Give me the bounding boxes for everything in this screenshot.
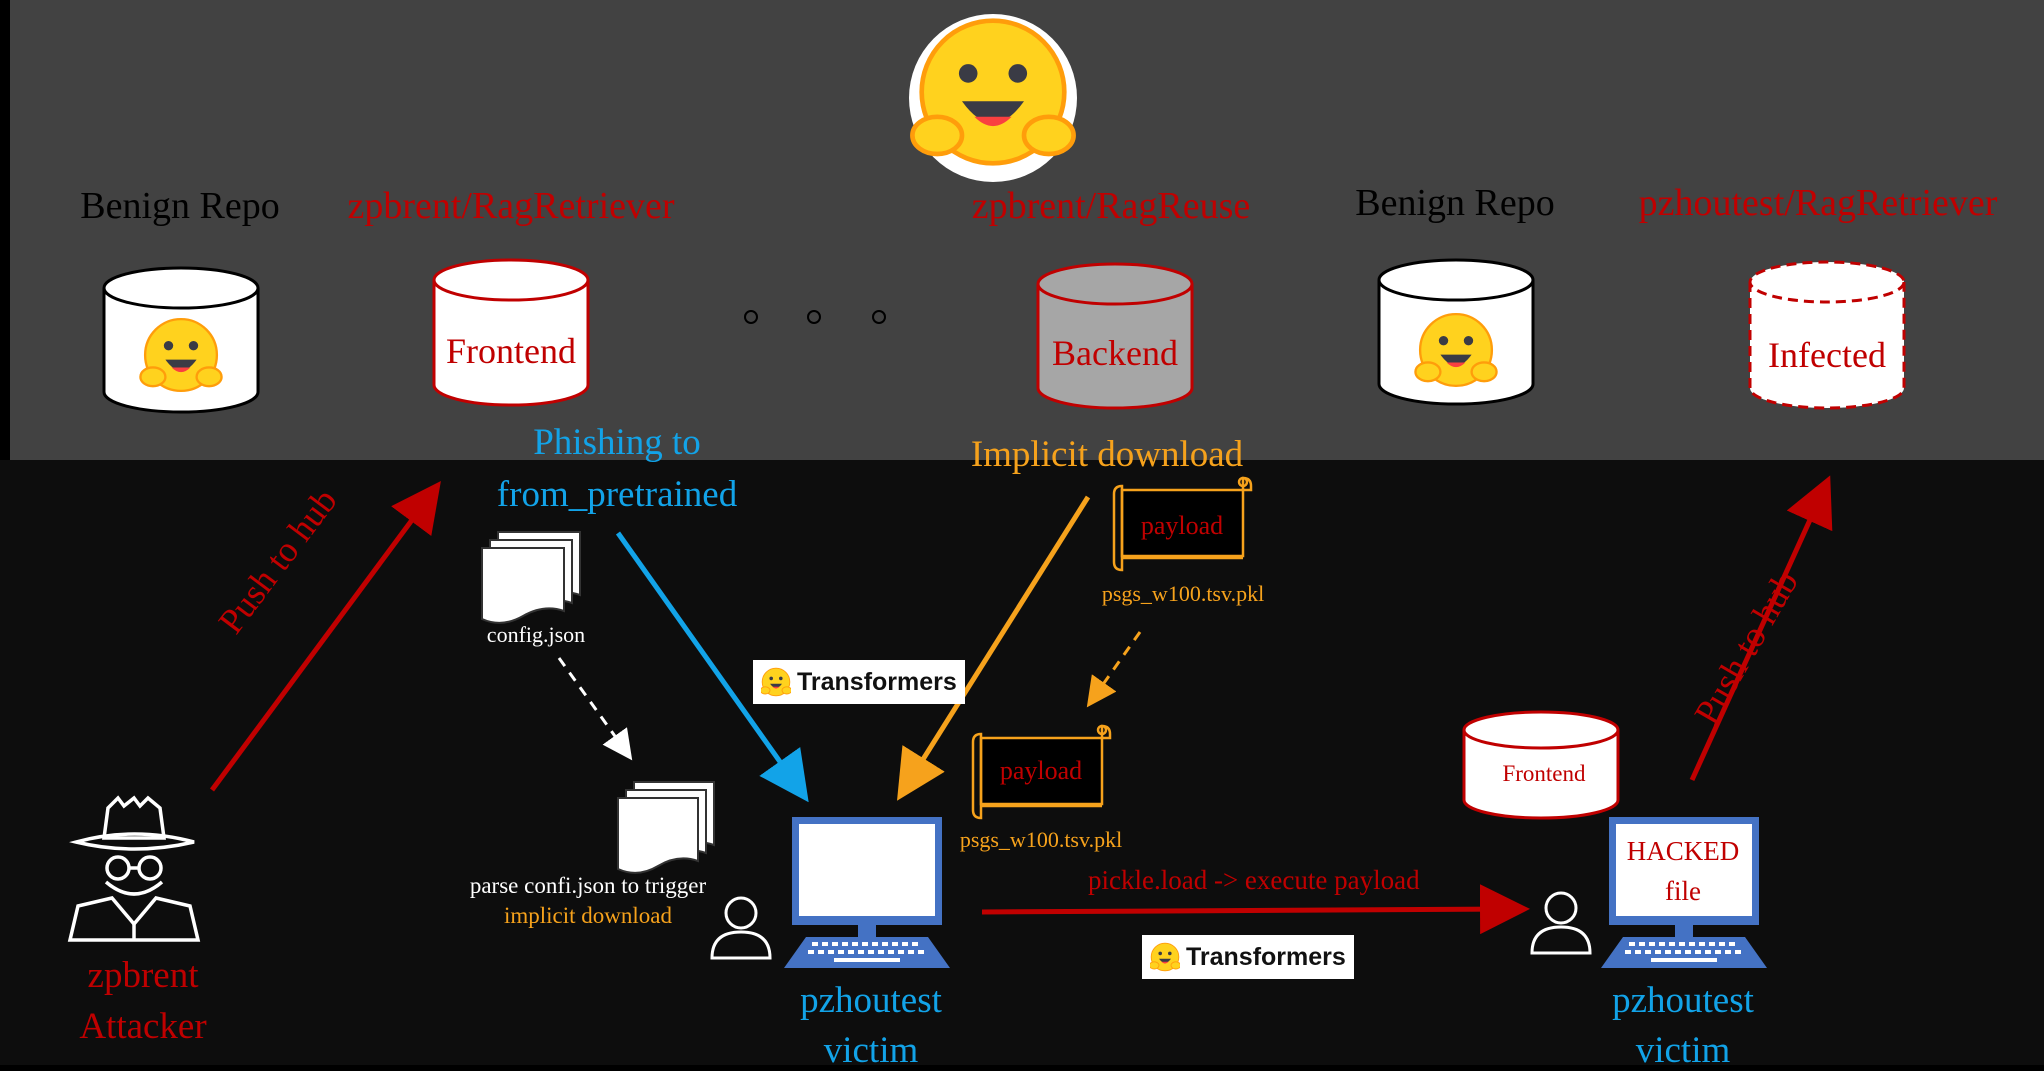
backend-repo-icon — [1036, 262, 1194, 410]
repo-content-label: Frontend — [446, 331, 576, 371]
victim-user-icon — [710, 896, 772, 960]
victim-name: pzhoutest — [800, 980, 942, 1021]
ellipsis-dots-icon — [744, 310, 886, 324]
hacked-victim-name: pzhoutest — [1612, 980, 1754, 1021]
config-parse-arrow — [557, 657, 633, 761]
payload-file-hub-label: psgs_w100.tsv.pkl — [1101, 581, 1265, 606]
local-frontend-icon — [1462, 710, 1620, 820]
repo-name: pzhoutest/RagRetriever — [1638, 182, 1998, 224]
local-frontend-label: Frontend — [1502, 761, 1586, 786]
victim-role: victim — [823, 1030, 919, 1071]
repo-name: Benign Repo — [1355, 182, 1555, 224]
payload-copy-arrow — [1086, 631, 1142, 708]
payload-label-hub: payload — [1140, 511, 1224, 540]
frontend-repo-icon — [432, 258, 590, 407]
parse-config-label: parse confi.json to trigger — [469, 873, 707, 898]
benign-repo-right-icon — [1377, 258, 1535, 406]
hacked-victim-user-icon — [1530, 891, 1592, 955]
hugging-face-small-icon — [1150, 942, 1180, 972]
transformers-label: Transformers — [797, 667, 957, 696]
repo-content-label: Infected — [1768, 335, 1886, 375]
hacked-file-label: file — [1665, 876, 1701, 906]
payload-scroll-hub-icon — [1112, 476, 1253, 572]
phishing-label: Phishing to — [533, 422, 701, 463]
implicit-download-label: Implicit download — [970, 434, 1244, 475]
push-to-hub-right-arrow — [1689, 475, 1833, 782]
transformers-badge-top: Transformers — [753, 660, 965, 704]
attacker-spy-icon — [67, 795, 201, 942]
implicit-download-arrow — [897, 495, 1091, 801]
config-file-label: config.json — [486, 622, 586, 647]
infected-repo-icon — [1748, 260, 1906, 410]
benign-repo-left-icon — [102, 266, 260, 414]
parsed-file-stack-icon — [617, 781, 715, 874]
phishing-target-label: from_pretrained — [496, 474, 738, 515]
config-file-stack-icon — [481, 531, 581, 624]
phishing-arrow — [615, 531, 809, 803]
repo-name: zpbrent/RagReuse — [971, 185, 1251, 227]
victim-computer-icon — [784, 817, 950, 968]
hugging-face-logo-icon — [909, 14, 1077, 182]
hugging-face-small-icon — [761, 667, 791, 697]
execute-payload-label: pickle.load -> execute payload — [1088, 865, 1420, 895]
transformers-label: Transformers — [1186, 942, 1346, 971]
hacked-screen-label: HACKED — [1626, 836, 1740, 866]
execute-payload-arrow — [981, 884, 1530, 935]
payload-scroll-local-icon — [971, 724, 1112, 820]
hacked-victim-role: victim — [1635, 1030, 1731, 1071]
payload-label-local: payload — [999, 756, 1083, 785]
implicit-download-note: implicit download — [503, 903, 673, 928]
repo-content-label: Backend — [1052, 333, 1178, 373]
attacker-name: zpbrent — [87, 955, 199, 996]
hacked-computer-icon — [1601, 817, 1767, 968]
repo-name: Benign Repo — [80, 185, 280, 227]
transformers-badge-bottom: Transformers — [1142, 935, 1354, 979]
repo-name: zpbrent/RagRetriever — [347, 185, 675, 227]
attacker-role: Attacker — [79, 1006, 207, 1047]
payload-file-local-label: psgs_w100.tsv.pkl — [959, 827, 1123, 852]
push-to-hub-left-arrow — [209, 480, 441, 792]
